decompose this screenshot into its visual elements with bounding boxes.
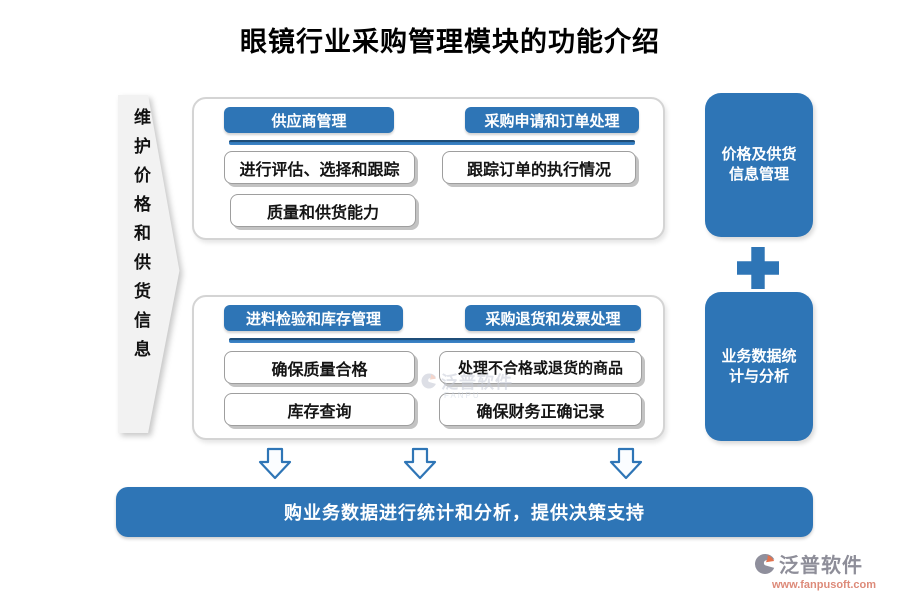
footer-logo: 泛普软件 www.fanpusoft.com [753,549,895,591]
page-title: 眼镜行业采购管理模块的功能介绍 [240,27,660,57]
footer-website-url: www.fanpusoft.com [771,579,877,591]
divider-line [229,140,635,145]
box-line: 业务数据统 [721,347,797,365]
header-returns-invoice: 采购退货和发票处理 [465,305,641,331]
box-line: 计与分析 [728,367,789,385]
group-supplier-and-orders: 供应商管理 采购申请和订单处理 进行评估、选择和跟踪 跟踪订单的执行情况 质量和… [192,97,665,240]
feature-item: 确保财务正确记录 [439,393,642,426]
left-banner-label: 维护价格和供货信息 [131,108,150,369]
summary-banner: 购业务数据进行统计和分析，提供决策支持 [116,487,813,537]
feature-item: 确保质量合格 [224,351,415,384]
divider-line [229,338,635,343]
left-banner-shape: 维护价格和供货信息 [118,95,180,433]
down-arrow-icon [258,447,292,480]
footer-brand-name: 泛普软件 [779,555,863,577]
down-arrow-icon [403,447,437,480]
box-business-data-analysis: 业务数据统 计与分析 [705,292,813,441]
header-inspection-inventory: 进料检验和库存管理 [224,305,403,331]
header-purchase-request-order: 采购申请和订单处理 [465,107,639,133]
feature-item: 处理不合格或退货的商品 [439,351,642,384]
feature-item: 跟踪订单的执行情况 [442,151,636,184]
box-line: 信息管理 [728,166,789,183]
fanpu-logo-icon [754,553,775,574]
box-price-supply-info-mgmt: 价格及供货 信息管理 [705,93,813,237]
feature-item: 质量和供货能力 [230,194,416,227]
group-inspection-and-returns: 进料检验和库存管理 采购退货和发票处理 确保质量合格 处理不合格或退货的商品 库… [192,295,665,440]
header-supplier-management: 供应商管理 [224,107,394,133]
down-arrow-icon [609,447,643,480]
feature-item: 进行评估、选择和跟踪 [224,151,415,184]
feature-item: 库存查询 [224,393,415,426]
box-line: 价格及供货 [721,146,797,163]
plus-icon [737,247,779,289]
left-banner-arrow: 维护价格和供货信息 [118,95,182,433]
